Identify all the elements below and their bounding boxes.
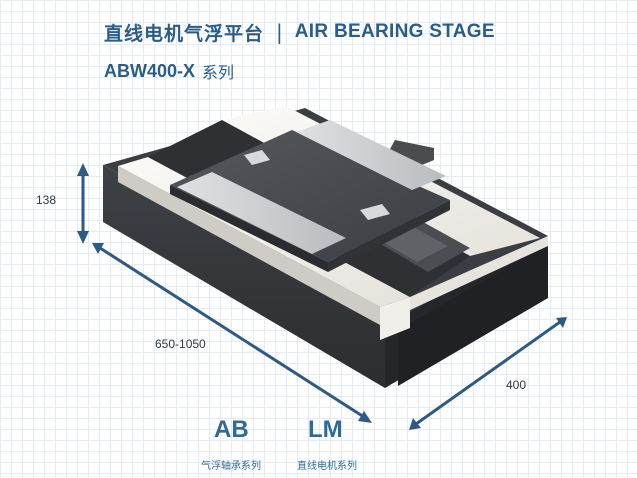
model-name: ABW400-X xyxy=(104,60,196,81)
width-dimension-label: 400 xyxy=(506,378,527,392)
series-code-lm: LM xyxy=(308,416,343,443)
carriage-plate-side xyxy=(328,200,450,272)
title-english: AIR BEARING STAGE xyxy=(294,21,495,42)
width-dimension-arrow xyxy=(409,317,567,430)
height-dimension-arrow xyxy=(77,163,89,244)
carriage-tab xyxy=(360,204,390,220)
carriage-plate-front xyxy=(170,185,328,272)
length-dimension-arrow xyxy=(92,243,372,423)
series-description-ab: 气浮轴承系列 xyxy=(201,461,261,472)
end-block xyxy=(380,297,410,340)
carriage-plate xyxy=(170,130,450,262)
series-code-ab: AB xyxy=(214,416,249,443)
front-clamp-strip xyxy=(177,172,346,254)
title-line: 直线电机气浮平台 | AIR BEARING STAGE xyxy=(104,18,495,46)
base-front-face xyxy=(103,165,385,388)
end-block-side xyxy=(410,236,548,310)
rear-clamp-strip xyxy=(296,120,446,190)
series-description-lm: 直线电机系列 xyxy=(297,461,357,472)
base-end-plate xyxy=(398,244,548,386)
subtitle: ABW400-X 系列 xyxy=(104,58,234,84)
series-label: 系列 xyxy=(202,63,235,82)
title-chinese: 直线电机气浮平台 xyxy=(104,22,265,45)
title-separator: | xyxy=(276,20,283,44)
length-dimension-label: 650-1050 xyxy=(155,337,206,351)
carriage-top-tab xyxy=(244,150,270,165)
front-rail-side xyxy=(118,166,380,325)
height-dimension-label: 138 xyxy=(36,193,57,207)
